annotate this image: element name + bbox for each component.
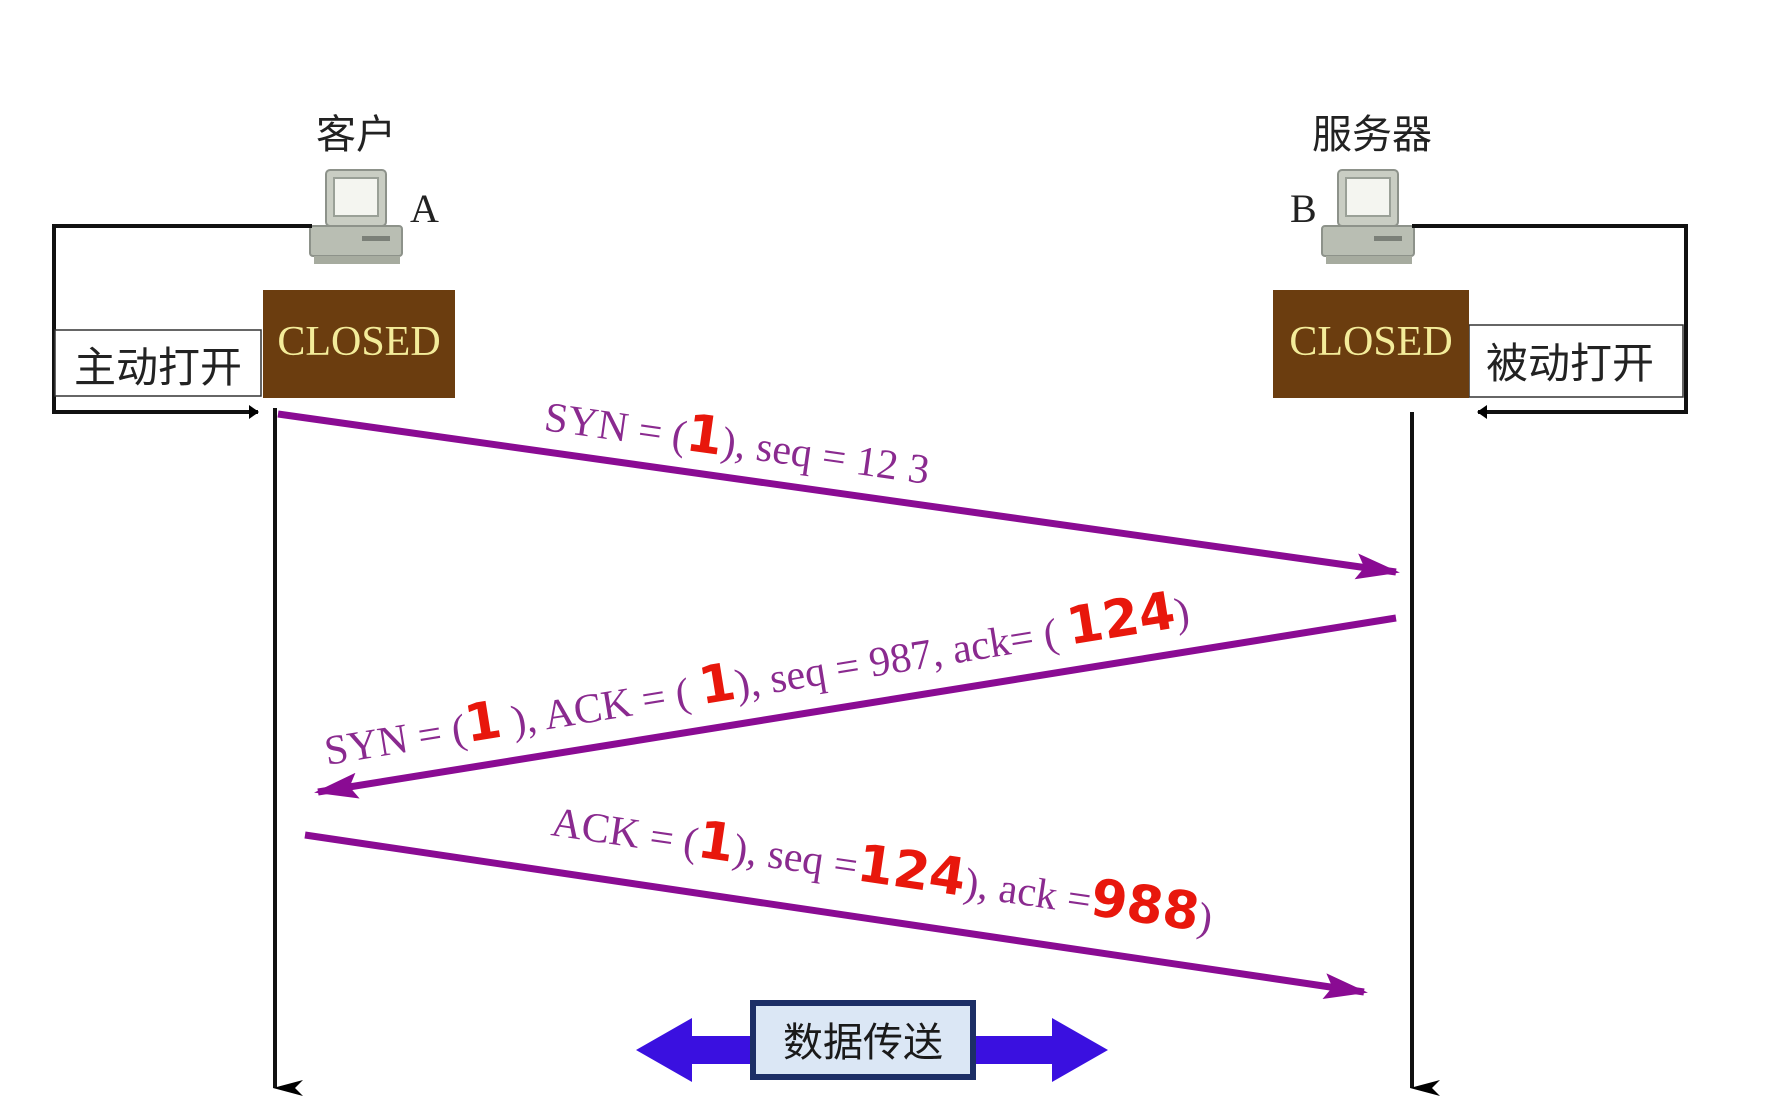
message-text: ), ack = <box>961 860 1094 924</box>
message-text: ), seq = 987, ack= ( <box>732 609 1072 708</box>
data-transfer-indicator: 数据传送 <box>636 1000 1108 1082</box>
message-text: SYN = ( <box>542 394 690 459</box>
syn-ack-arrow <box>314 614 1397 799</box>
client-open-label: 主动打开 <box>74 343 242 392</box>
client-open-loop: 主动打开 <box>52 224 312 419</box>
syn-ack-message-label: SYN = (1 ), ACK = ( 1), seq = 987, ack= … <box>319 579 1193 778</box>
server-open-label: 被动打开 <box>1486 339 1654 388</box>
server-computer-icon <box>1321 169 1415 264</box>
server-host-letter: B <box>1290 186 1317 231</box>
message-text: SYN = ( <box>321 707 469 775</box>
ack-arrow <box>304 831 1368 999</box>
message-value-highlight: 124 <box>854 834 970 909</box>
data-transfer-left-arrow-icon <box>636 1018 754 1082</box>
server-open-loop: 被动打开 <box>1412 224 1688 419</box>
server-state-label: CLOSED <box>1289 319 1452 365</box>
data-transfer-right-arrow-icon <box>972 1018 1108 1082</box>
syn-arrow <box>277 410 1400 580</box>
server-title: 服务器 <box>1312 112 1432 158</box>
message-text: ), seq = <box>730 826 861 890</box>
data-transfer-label: 数据传送 <box>783 1020 943 1066</box>
server-state-box: CLOSED <box>1273 290 1469 398</box>
message-value-highlight: 124 <box>1063 581 1180 658</box>
message-text: ) <box>1195 895 1216 943</box>
client-host-letter: A <box>410 186 439 231</box>
client-state-label: CLOSED <box>277 319 440 365</box>
message-value-highlight: 1 <box>694 810 739 875</box>
client-title: 客户 <box>316 112 396 158</box>
message-text: ACK = ( <box>549 799 701 866</box>
message-value-highlight: 1 <box>683 403 727 467</box>
message-value-highlight: 988 <box>1087 868 1203 943</box>
client-state-box: CLOSED <box>263 290 455 398</box>
client-computer-icon <box>309 169 403 264</box>
